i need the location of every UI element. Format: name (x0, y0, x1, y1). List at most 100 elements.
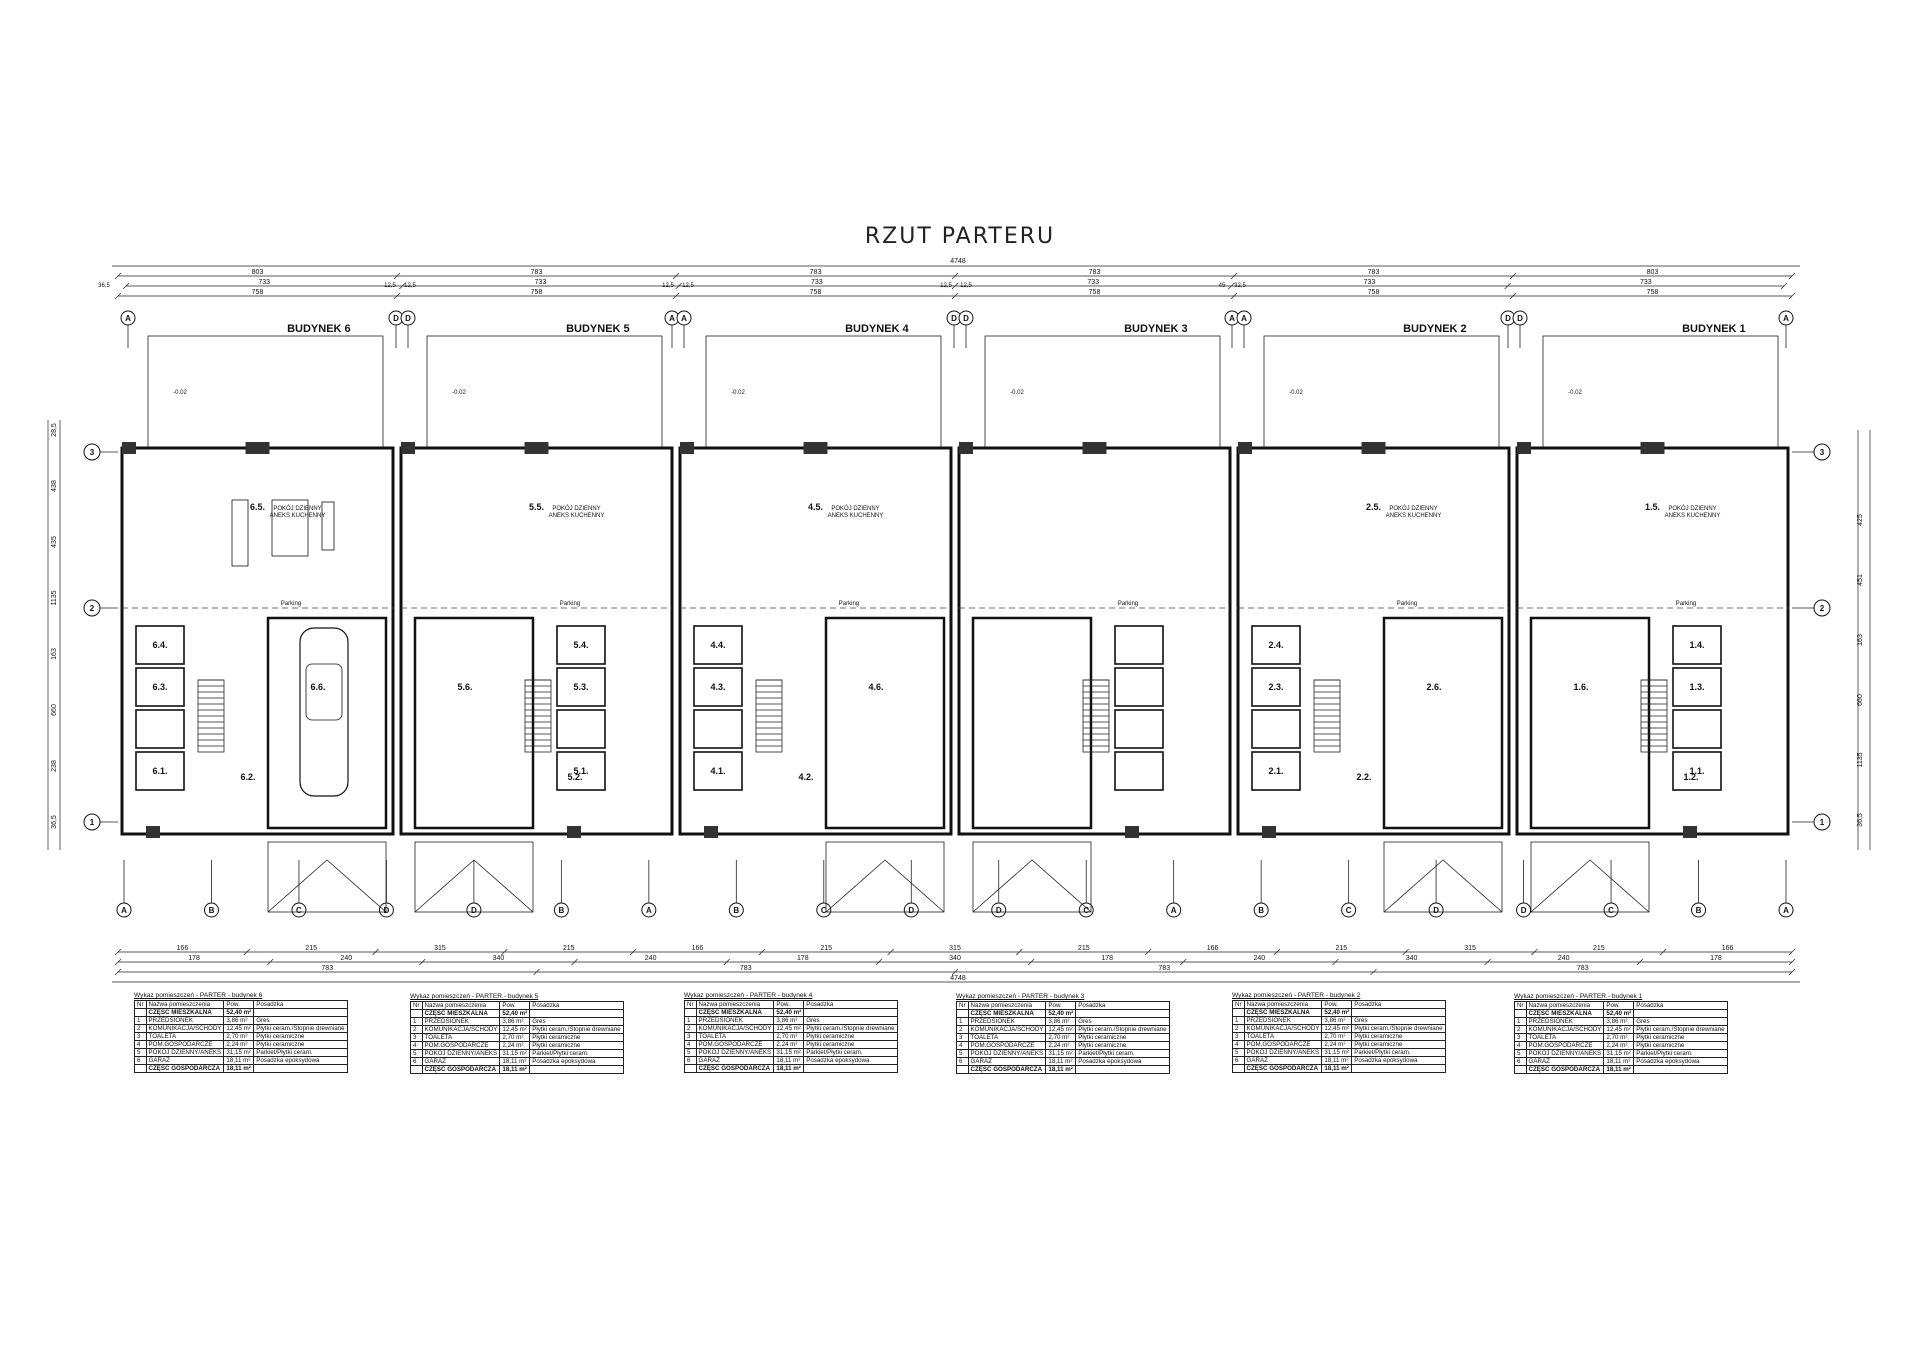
room-living-name: POKÓJ DZIENNY (273, 505, 321, 512)
dim-bottom-row1-label: 215 (1335, 945, 1347, 952)
room-wc: 6.3. (152, 682, 167, 692)
dim-left-label: 435 (51, 536, 58, 548)
schedule-cell-area: 31,15 m² (1321, 1048, 1353, 1057)
dim-right-label: 425 (1857, 514, 1864, 526)
room-living-number: 1.5. (1645, 502, 1660, 512)
terrace-level: -0.02 (1010, 390, 1024, 396)
dim-bottom-row2-label: 240 (340, 955, 352, 962)
stair-outline (1640, 679, 1668, 753)
schedule-cell-floor: Płytki ceramiczne (253, 1040, 348, 1049)
room-corridor: 2.2. (1356, 772, 1371, 782)
dim-bottom-row1-tick (243, 948, 251, 956)
dim-bottom-row2-tick (1180, 958, 1187, 966)
schedule-cell-name: CZĘŚĆ GOSPODARCZA (421, 1065, 501, 1074)
grid-row-label: 2 (1820, 604, 1825, 613)
sofa (271, 499, 309, 557)
schedule-cell-floor: Płytki ceram./Stopnie drewniane (529, 1025, 624, 1034)
schedule-cell-name: CZĘŚĆ GOSPODARCZA (1243, 1064, 1323, 1073)
garage-walls (971, 616, 1093, 830)
room-wc: 4.3. (710, 682, 725, 692)
dim-top-row2-label: 733 (1364, 279, 1376, 286)
dim-bottom-row1-label: 215 (563, 945, 575, 952)
dim-bottom-row1-tick (1531, 948, 1538, 956)
entrance-pillar (1262, 826, 1276, 838)
axis-bottom-label: C (1608, 906, 1614, 915)
stair-outline (524, 679, 552, 753)
room-vestibule: 2.1. (1268, 766, 1283, 776)
schedule-cell-floor: Parkiet/Płytki ceram. (1633, 1049, 1728, 1058)
schedule-cell-floor (1351, 1064, 1446, 1073)
schedule-cell-floor: Płytki ceramiczne (1633, 1041, 1728, 1050)
axis-top-label: D (963, 314, 969, 323)
dim-left-label: 163 (51, 648, 58, 660)
room-garage: 5.6. (457, 682, 472, 692)
room-corridor: 1.2. (1683, 772, 1698, 782)
schedule-cell-nr: 1 (1232, 1016, 1245, 1025)
dim-top-row3-tick (114, 292, 122, 300)
dim-bottom-row2-tick (1332, 958, 1339, 966)
dim-bottom-row2-tick (875, 958, 883, 966)
dim-bottom-row1-tick (114, 948, 122, 956)
schedule-cell-nr (134, 1064, 147, 1073)
schedule-cell-floor: Płytki ceramiczne (1075, 1041, 1170, 1050)
schedule-cell-nr: 3 (1232, 1032, 1245, 1041)
building-label: BUDYNEK 5 (566, 323, 630, 335)
tv-cabinet (321, 501, 335, 551)
schedule-cell-nr: 1 (134, 1016, 147, 1025)
dim-top-row1-tick (1788, 272, 1796, 280)
schedule-header: Pow. (1603, 1001, 1635, 1010)
dim-top-row2-label: 733 (811, 279, 823, 286)
schedule-cell-area: 2,24 m² (223, 1040, 255, 1049)
dim-bottom-row1-label: 166 (177, 945, 189, 952)
pillar-block (1640, 442, 1665, 454)
schedule-cell-name: KOMUNIKACJA/SCHODY (145, 1024, 225, 1033)
schedule-cell-area: 31,15 m² (773, 1048, 805, 1057)
schedule-cell-floor: Parkiet/Płytki ceram. (803, 1048, 898, 1057)
dim-bottom-row1-tick (629, 948, 637, 956)
schedule-cell-area: 31,15 m² (499, 1049, 531, 1058)
schedule-cell-nr (684, 1064, 697, 1073)
schedule-cell-area: 2,70 m² (223, 1032, 255, 1041)
schedule-header: Nr (134, 1000, 147, 1009)
schedule-cell-floor (253, 1064, 348, 1073)
service-room (556, 625, 606, 665)
schedule-cell-area: 3,86 m² (223, 1016, 255, 1025)
dim-bottom-row2-label: 340 (949, 955, 961, 962)
schedule-cell-nr: 1 (684, 1016, 697, 1025)
room-living-name: POKÓJ DZIENNY (1389, 505, 1437, 512)
schedule-cell-area: 52,40 m² (223, 1008, 255, 1017)
schedule-cell-nr: 3 (410, 1033, 423, 1042)
schedule-cell-floor (1633, 1065, 1728, 1074)
room-vestibule: 5.1. (573, 766, 588, 776)
room-living-number: 6.5. (250, 502, 265, 512)
dim-top-small: 12,5 (384, 283, 396, 289)
garage-walls (266, 616, 388, 830)
garage-walls (1529, 616, 1651, 830)
schedule-cell-floor: Płytki ceram./Stopnie drewniane (1075, 1025, 1170, 1034)
schedule-cell-name: CZĘŚĆ GOSPODARCZA (967, 1065, 1047, 1074)
room-corridor: 4.2. (798, 772, 813, 782)
entrance-pillar (1683, 826, 1697, 838)
dim-top-row3-tick (1230, 292, 1238, 300)
car-windshield (305, 663, 343, 721)
schedule-cell-floor: Posadzka epoksydowa (529, 1057, 624, 1066)
dim-bottom-row3-tick (951, 968, 959, 976)
dim-right-label: 451 (1857, 574, 1864, 586)
dim-top-row1-label: 783 (1089, 269, 1101, 276)
schedule-cell-nr: 4 (134, 1040, 147, 1049)
parking-note: Parking (560, 601, 580, 607)
schedule-header: Nr (956, 1001, 969, 1010)
dim-bottom-row1-label: 215 (1593, 945, 1605, 952)
schedule-cell-name: CZĘŚĆ MIESZKALNA (421, 1009, 501, 1018)
schedule-cell-name: POM.GOSPODARCZE (695, 1040, 775, 1049)
